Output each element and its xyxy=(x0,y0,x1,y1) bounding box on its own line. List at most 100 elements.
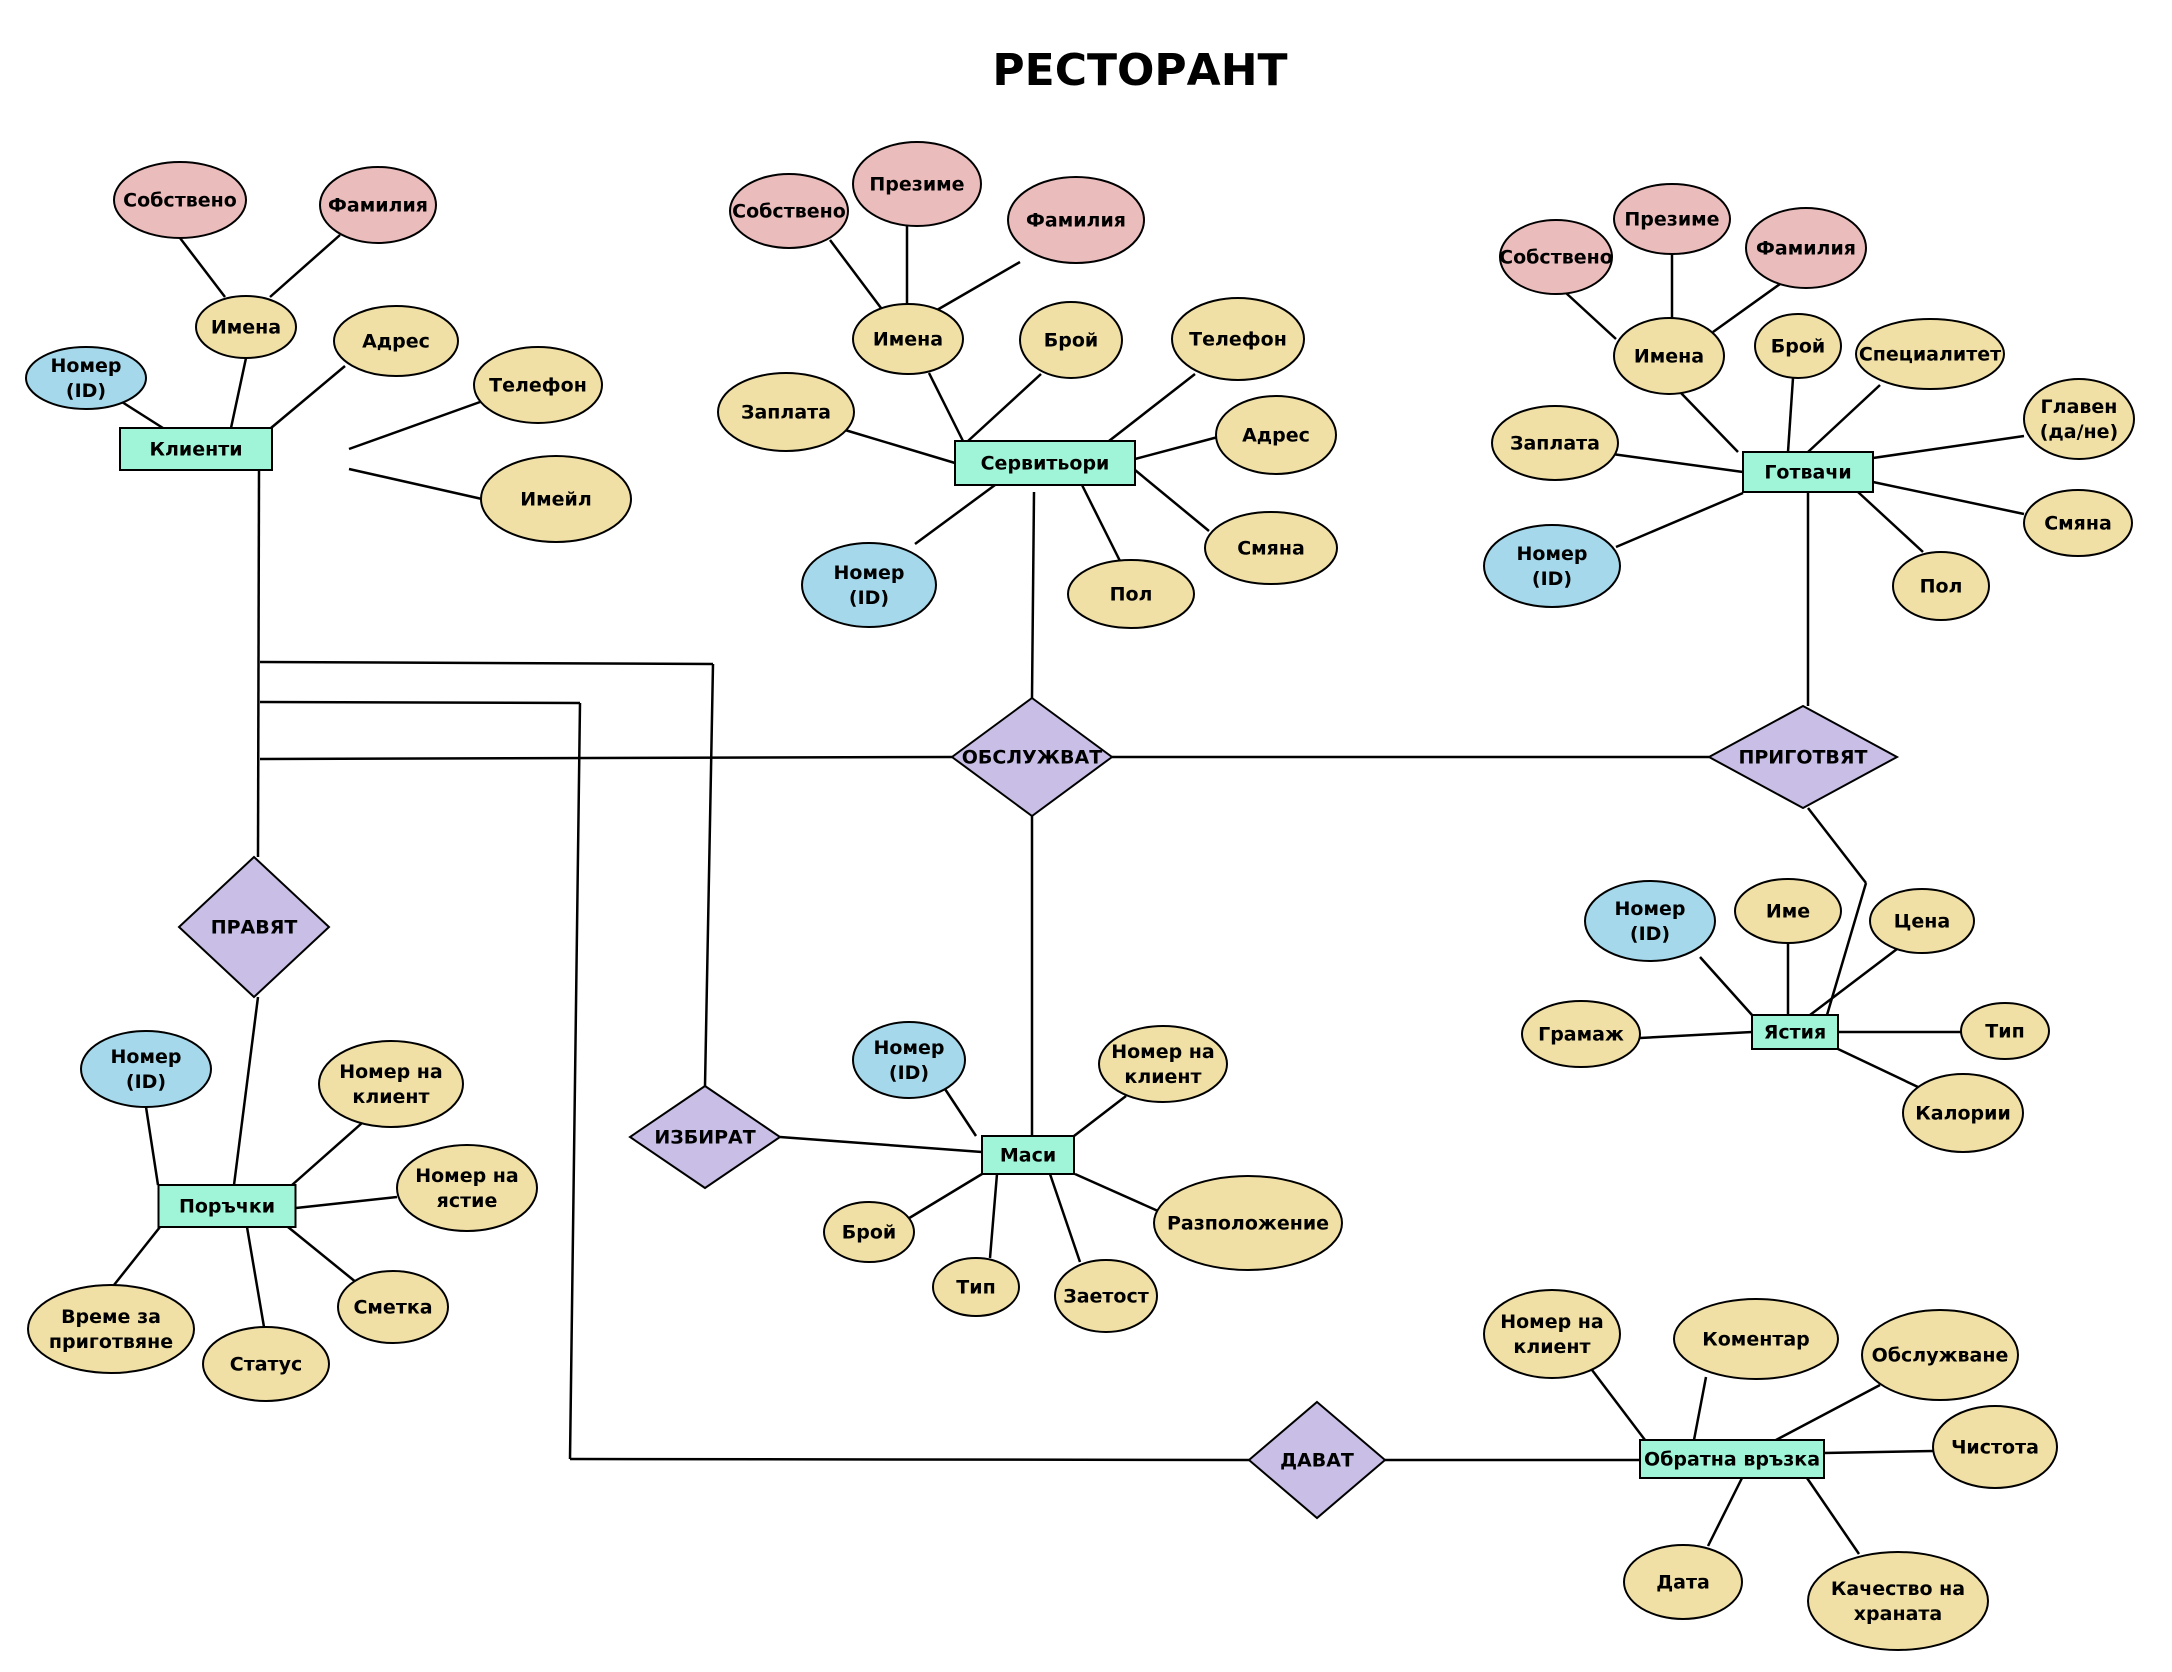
attribute-ellipse xyxy=(1613,317,1725,395)
connector-line xyxy=(1786,377,1795,453)
attribute-label-y-nomer-line-1: Номер xyxy=(1615,898,1686,920)
entity-yastiya: Ястия xyxy=(1751,1014,1839,1050)
connector-line xyxy=(1692,1376,1708,1441)
relationship-diamond xyxy=(1247,1400,1387,1520)
connector-line xyxy=(1872,480,2025,516)
connector-line xyxy=(703,663,715,1087)
attribute-g-zaplata: Заплата xyxy=(1491,405,1619,481)
attribute-g-familiya: Фамилия xyxy=(1745,207,1867,289)
attribute-ellipse xyxy=(318,1040,464,1128)
attribute-label-y-ime: Име xyxy=(1766,901,1810,923)
attribute-g-pol: Пол xyxy=(1892,551,1990,621)
attribute-g-smyana: Смяна xyxy=(2023,489,2133,557)
relationship-label-izbirat: ИЗБИРАТ xyxy=(654,1127,755,1149)
attribute-ellipse xyxy=(1054,1259,1158,1333)
attribute-label-g-nomer-line-1: Номер xyxy=(1517,543,1588,565)
connector-line xyxy=(569,1457,1250,1462)
attribute-m-nomer: Номер(ID) xyxy=(852,1021,966,1099)
entity-label-gotvachi: Готвачи xyxy=(1764,462,1851,484)
connector-line xyxy=(927,372,965,442)
connector-line xyxy=(1073,1095,1127,1137)
attribute-label-k-sobstveno: Собствено xyxy=(123,190,237,212)
connector-line xyxy=(936,260,1021,312)
attribute-label-k-telefon: Телефон xyxy=(489,375,587,397)
connector-line xyxy=(1639,1030,1753,1040)
connector-line xyxy=(295,1195,398,1210)
connector-line xyxy=(270,365,346,429)
attribute-ellipse xyxy=(2023,378,2135,460)
attribute-ellipse xyxy=(1932,1405,2058,1489)
attribute-label-p-vreme-line-1: Време за xyxy=(61,1306,161,1328)
entity-gotvachi: Готвачи xyxy=(1742,451,1874,493)
connector-line xyxy=(1809,948,1898,1016)
attribute-label-g-zaplata: Заплата xyxy=(1510,433,1600,455)
attribute-s-broy: Брой xyxy=(1019,301,1123,379)
attribute-label-g-glaven-line-2: (да/не) xyxy=(2040,421,2119,443)
entity-box xyxy=(119,427,273,471)
attribute-label-p-nomer-line-1: Номер xyxy=(111,1046,182,1068)
connector-line xyxy=(348,400,481,451)
attribute-g-broy: Брой xyxy=(1754,313,1842,379)
connector-line xyxy=(1030,491,1036,699)
entity-label-klienti: Клиенти xyxy=(149,439,242,461)
attribute-ellipse xyxy=(1673,1298,1839,1380)
relationship-label-pravyat: ПРАВЯТ xyxy=(211,917,298,939)
connector-line xyxy=(259,700,581,705)
attribute-ellipse xyxy=(1861,1309,2019,1401)
attribute-s-adres: Адрес xyxy=(1215,395,1337,475)
connector-line xyxy=(259,755,953,761)
relationship-prigotvyat: ПРИГОТВЯТ xyxy=(1706,704,1900,810)
attribute-label-k-nomer-line-1: Номер xyxy=(51,355,122,377)
connector-line xyxy=(905,1172,983,1222)
attribute-y-ime: Име xyxy=(1734,878,1842,944)
attribute-label-m-broy: Брой xyxy=(842,1222,896,1244)
attribute-label-k-familiya: Фамилия xyxy=(328,195,428,217)
attribute-label-m-zaetost: Заетост xyxy=(1063,1286,1149,1308)
connector-line xyxy=(829,239,885,313)
connector-line xyxy=(1699,956,1753,1016)
attribute-k-adres: Адрес xyxy=(333,305,459,377)
connector-line xyxy=(1775,1383,1881,1442)
connector-line xyxy=(914,483,996,546)
attribute-label-m-razpolozhenie: Разположение xyxy=(1167,1213,1329,1235)
attribute-label-g-nomer-line-2: (ID) xyxy=(1532,568,1572,590)
attribute-label-m-tip: Тип xyxy=(956,1277,995,1299)
attribute-label-s-adres: Адрес xyxy=(1242,425,1310,447)
connector-line xyxy=(1872,434,2025,460)
entity-klienti: Клиенти xyxy=(119,427,273,471)
attribute-label-s-imena: Имена xyxy=(873,329,943,351)
attribute-label-p-nomer-line-2: (ID) xyxy=(126,1071,166,1093)
attribute-ellipse xyxy=(113,161,247,239)
attribute-ellipse xyxy=(396,1144,538,1232)
diagram-title: РЕСТОРАНТ xyxy=(992,45,1287,96)
attribute-label-p-status: Статус xyxy=(230,1354,302,1376)
attribute-o-obsluzhvane: Обслужване xyxy=(1861,1309,2019,1401)
attribute-label-p-smetka: Сметка xyxy=(353,1297,432,1319)
attribute-label-s-nomer-line-1: Номер xyxy=(834,562,905,584)
key-attribute-ellipse xyxy=(801,542,937,628)
connector-line xyxy=(1134,435,1219,461)
entity-servitori: Сервитьори xyxy=(954,440,1136,486)
attribute-label-s-pol: Пол xyxy=(1110,584,1153,606)
attribute-label-p-vreme-line-2: приготвяне xyxy=(49,1331,173,1353)
attribute-ellipse xyxy=(932,1257,1020,1317)
attribute-g-imena: Имена xyxy=(1613,317,1725,395)
connector-line xyxy=(1825,882,1868,1016)
connector-line xyxy=(1615,491,1744,549)
attribute-s-pol: Пол xyxy=(1067,559,1195,629)
connector-line xyxy=(779,1135,983,1154)
relationship-label-obsluzhvat: ОБСЛУЖВАТ xyxy=(962,747,1102,769)
attribute-ellipse xyxy=(480,455,632,543)
entity-label-servitori: Сервитьори xyxy=(981,453,1110,475)
attribute-y-cena: Цена xyxy=(1869,888,1975,954)
connector-line xyxy=(1565,292,1617,340)
attribute-label-s-nomer-line-2: (ID) xyxy=(849,587,889,609)
attribute-ellipse xyxy=(1745,207,1867,289)
relationship-label-prigotvyat: ПРИГОТВЯТ xyxy=(1738,747,1867,769)
attribute-ellipse xyxy=(1892,551,1990,621)
attribute-k-telefon: Телефон xyxy=(473,346,603,424)
attribute-ellipse xyxy=(337,1270,449,1344)
